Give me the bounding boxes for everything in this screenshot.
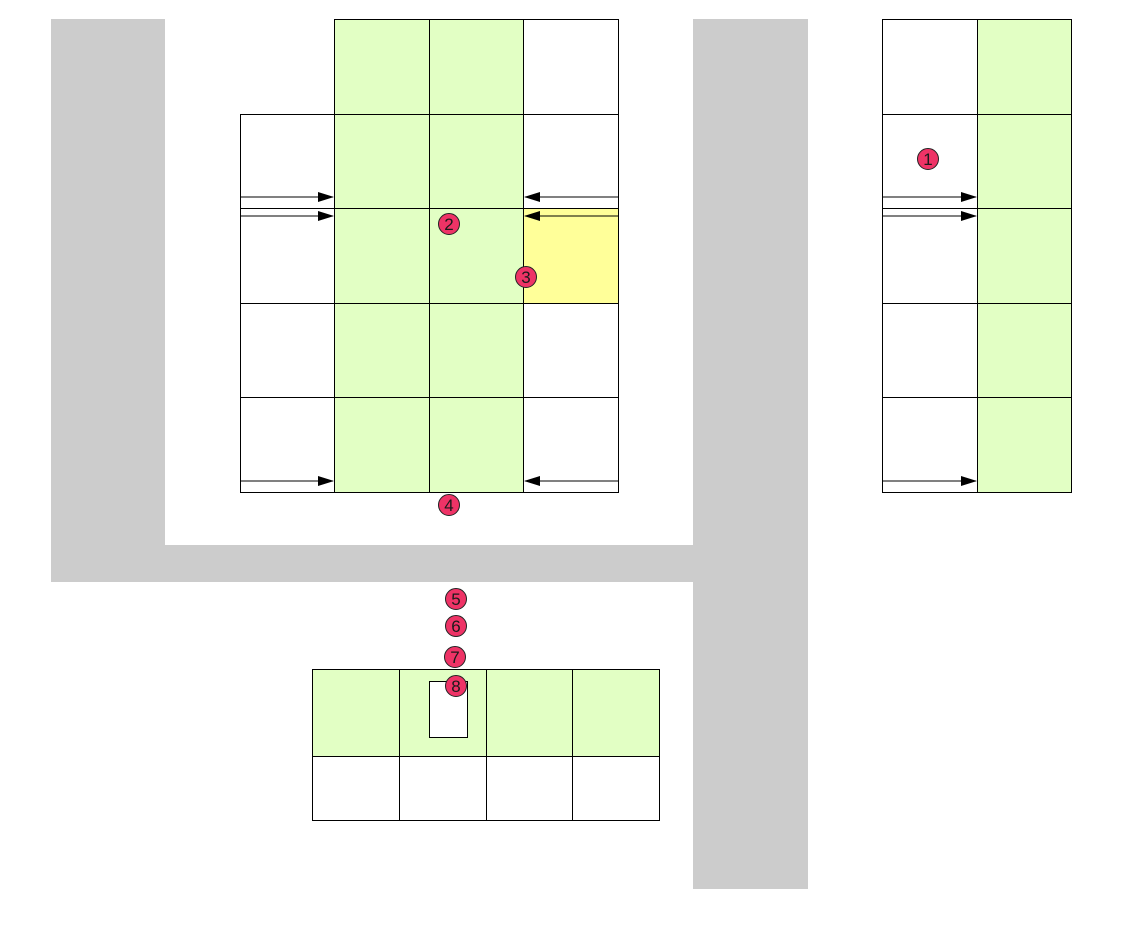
grid-cell xyxy=(572,669,660,757)
grid-cell xyxy=(572,756,660,821)
grid-cell xyxy=(977,303,1072,398)
grid-cell xyxy=(977,397,1072,493)
marker-2[interactable]: 2 xyxy=(438,213,460,235)
grid-cell xyxy=(882,208,978,304)
grid-cell xyxy=(882,303,978,398)
grid-cell xyxy=(977,114,1072,209)
marker-8[interactable]: 8 xyxy=(445,675,467,697)
marker-6[interactable]: 6 xyxy=(445,615,467,637)
grid-cell xyxy=(429,114,524,209)
grid-cell xyxy=(312,756,400,821)
grid-cell xyxy=(429,397,524,493)
grid-cell xyxy=(486,756,573,821)
wall-left-vertical xyxy=(51,19,165,582)
marker-7[interactable]: 7 xyxy=(444,646,466,668)
grid-cell xyxy=(334,208,430,304)
marker-5[interactable]: 5 xyxy=(445,588,467,610)
grid-cell xyxy=(977,208,1072,304)
wall-right-vertical xyxy=(693,19,808,889)
wall-horizontal-band xyxy=(51,545,808,582)
grid-cell xyxy=(429,19,524,115)
grid-cell xyxy=(977,19,1072,115)
marker-4[interactable]: 4 xyxy=(438,494,460,516)
grid-cell xyxy=(334,397,430,493)
marker-1[interactable]: 1 xyxy=(917,148,939,170)
grid-cell xyxy=(523,303,619,398)
grid-cell xyxy=(240,208,335,304)
marker-3[interactable]: 3 xyxy=(515,266,537,288)
